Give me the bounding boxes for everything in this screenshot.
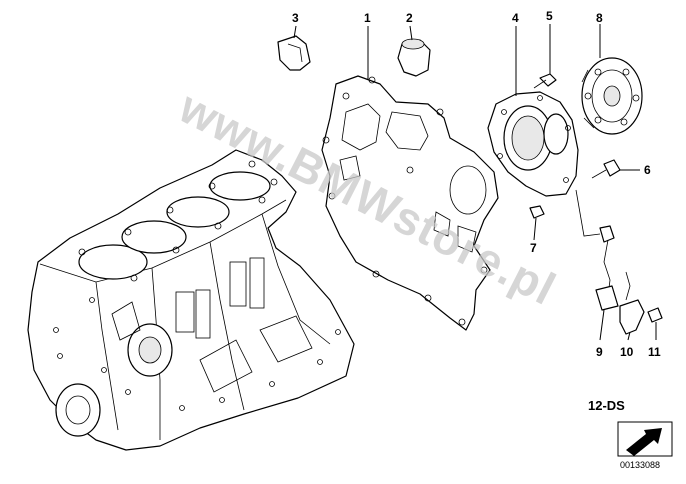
callout-5: 5 <box>546 9 553 23</box>
callout-8: 8 <box>596 11 603 25</box>
callout-3: 3 <box>292 11 299 25</box>
callout-1: 1 <box>364 11 371 25</box>
leader-lines <box>293 24 657 341</box>
plug-cap <box>397 38 431 77</box>
callout-11: 11 <box>648 345 661 359</box>
callout-6: 6 <box>644 163 651 177</box>
diagram-code: 12-DS <box>588 398 625 413</box>
dowel-sleeve <box>529 205 545 219</box>
document-number: 00133088 <box>620 460 660 470</box>
callout-9: 9 <box>596 345 603 359</box>
seal-carrier <box>487 91 579 197</box>
callouts: 1 2 3 4 5 6 7 8 9 10 11 <box>292 9 661 359</box>
sensor-wheel <box>581 57 643 135</box>
callout-7: 7 <box>530 241 537 255</box>
screw-11 <box>647 307 663 323</box>
bolt-5 <box>533 73 557 89</box>
crankshaft-sensor <box>575 189 619 311</box>
bracket-clip <box>277 35 311 71</box>
callout-4: 4 <box>512 11 519 25</box>
callout-2: 2 <box>406 11 413 25</box>
callout-10: 10 <box>620 345 634 359</box>
engine-block <box>27 149 355 451</box>
bolt-6 <box>591 159 621 179</box>
sensor-bracket <box>619 271 645 335</box>
gasket <box>321 75 499 331</box>
arrow-icon[interactable] <box>617 421 673 457</box>
